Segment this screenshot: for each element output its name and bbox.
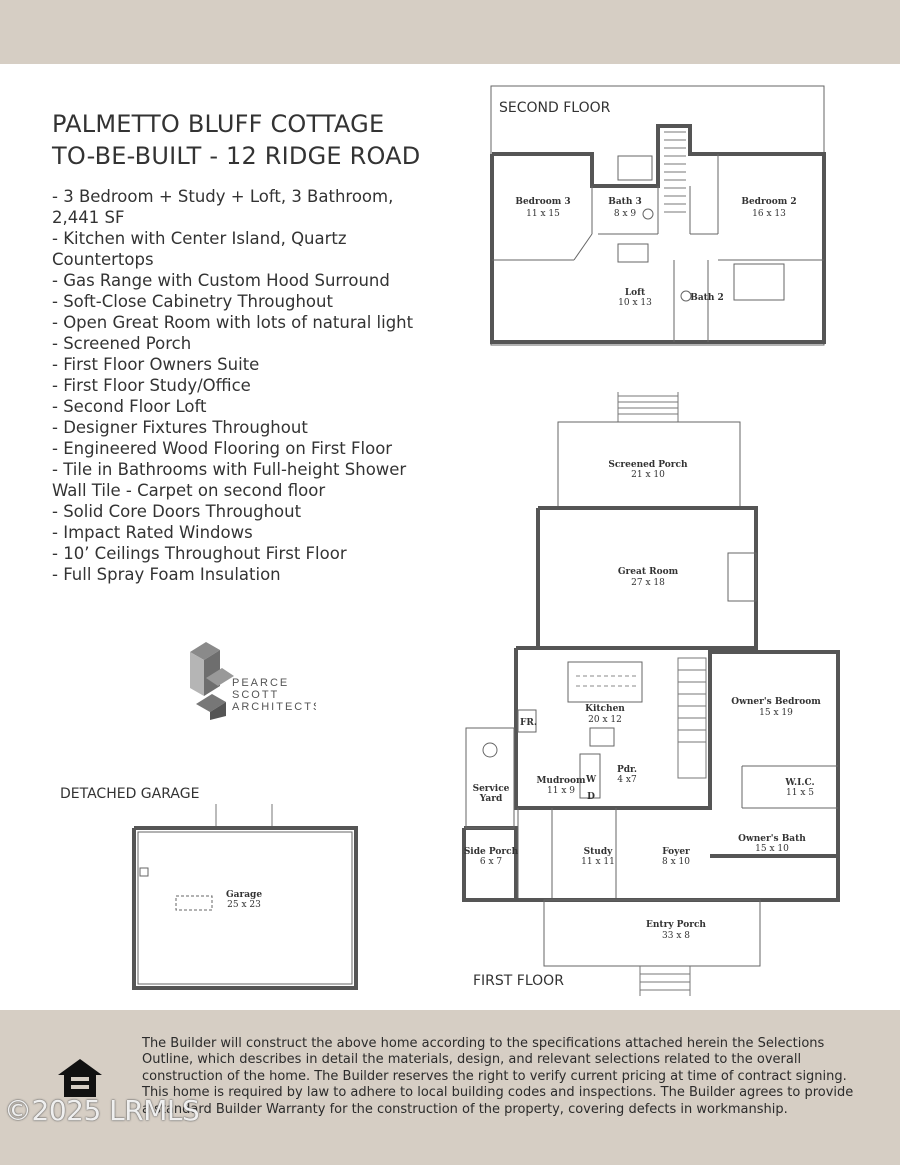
owners-bedroom-size: 15 x 19 [759,708,793,718]
loft-name: Loft [625,288,646,298]
entry-porch-name: Entry Porch [646,920,706,930]
first-floor-label: FIRST FLOOR [473,973,564,989]
feature-item: - First Floor Owners Suite [52,355,260,374]
garage-plan: Garage 25 x 23 [132,804,358,990]
feature-item: - 3 Bedroom + Study + Loft, 3 Bathroom, … [52,187,394,227]
feature-item: - Tile in Bathrooms with Full-height Sho… [52,460,407,500]
feature-item: - Impact Rated Windows [52,523,253,542]
logo-line-1: PEARCE [232,677,289,689]
feature-item: - First Floor Study/Office [52,376,251,395]
feature-item: - Gas Range with Custom Hood Surround [52,271,390,290]
logo-line-3: ARCHITECTS [232,701,316,713]
feature-item: - Designer Fixtures Throughout [52,418,308,437]
wic-size: 11 x 5 [786,788,814,798]
second-floor-plan: Bedroom 3 11 x 15 Bath 3 8 x 9 Bedroom 2… [490,85,826,346]
feature-item: - Full Spray Foam Insulation [52,565,281,584]
feature-item: - Open Great Room with lots of natural l… [52,313,414,332]
builder-disclaimer: The Builder will construct the above hom… [142,1036,854,1117]
garage-name: Garage [226,890,262,900]
loft-size: 10 x 13 [618,298,652,308]
feature-item: - 10’ Ceilings Throughout First Floor [52,544,347,563]
mudroom-size: 11 x 9 [547,786,575,796]
equal-housing-icon [58,1059,102,1097]
great-room-size: 27 x 18 [631,578,665,588]
copyright-watermark: ©2025 LRMLS [4,1094,200,1127]
bedroom2-name: Bedroom 2 [741,197,796,207]
page-title: PALMETTO BLUFF COTTAGE TO-BE-BUILT - 12 … [52,108,420,172]
side-porch-size: 6 x 7 [480,857,503,867]
dryer-label: D [587,792,595,802]
kitchen-size: 20 x 12 [588,715,622,725]
bottom-band [0,1010,900,1165]
feature-item: - Engineered Wood Flooring on First Floo… [52,439,393,458]
foyer-size: 8 x 10 [662,857,690,867]
bedroom3-size: 11 x 15 [526,209,560,219]
owners-bath-name: Owner's Bath [738,834,806,844]
wic-name: W.I.C. [784,778,814,788]
second-floor-label: SECOND FLOOR [499,100,611,116]
feature-item: - Soft-Close Cabinetry Throughout [52,292,333,311]
garage-size: 25 x 23 [227,900,261,910]
bedroom3-name: Bedroom 3 [515,197,570,207]
feature-item: - Solid Core Doors Throughout [52,502,302,521]
feature-item: - Kitchen with Center Island, Quartz Cou… [52,229,347,269]
feature-list: - 3 Bedroom + Study + Loft, 3 Bathroom, … [52,186,436,585]
detached-garage-label: DETACHED GARAGE [60,786,200,802]
study-size: 11 x 11 [581,857,615,867]
pearce-scott-logo: PEARCE SCOTT ARCHITECTS [190,642,316,720]
top-band [0,0,900,64]
fridge-label: FR. [520,718,537,728]
bath2-name: Bath 2 [690,293,724,303]
kitchen-name: Kitchen [585,704,625,714]
great-room-name: Great Room [618,567,679,577]
title-line-1: PALMETTO BLUFF COTTAGE [52,110,385,138]
bedroom2-size: 16 x 13 [752,209,786,219]
first-floor-plan: Screened Porch 21 x 10 Great Room 27 x 1… [462,392,840,996]
mudroom-name: Mudroom [536,776,586,786]
screened-porch-size: 21 x 10 [631,470,665,480]
feature-item: - Second Floor Loft [52,397,207,416]
powder-size: 4 x7 [617,775,637,785]
feature-item: - Screened Porch [52,334,192,353]
entry-porch-size: 33 x 8 [662,931,690,941]
washer-label: W [585,775,597,785]
bath3-name: Bath 3 [608,197,642,207]
service-yard-name: Service [473,784,510,794]
service-yard-size: Yard [479,794,503,804]
bath3-size: 8 x 9 [614,209,637,219]
owners-bedroom-name: Owner's Bedroom [731,697,821,707]
title-line-2: TO-BE-BUILT - 12 RIDGE ROAD [52,142,421,170]
foyer-name: Foyer [662,847,690,857]
screened-porch-name: Screened Porch [608,460,688,470]
logo-line-2: SCOTT [232,689,279,701]
powder-name: Pdr. [617,765,637,775]
owners-bath-size: 15 x 10 [755,844,789,854]
study-name: Study [584,847,613,857]
side-porch-name: Side Porch [464,847,519,857]
